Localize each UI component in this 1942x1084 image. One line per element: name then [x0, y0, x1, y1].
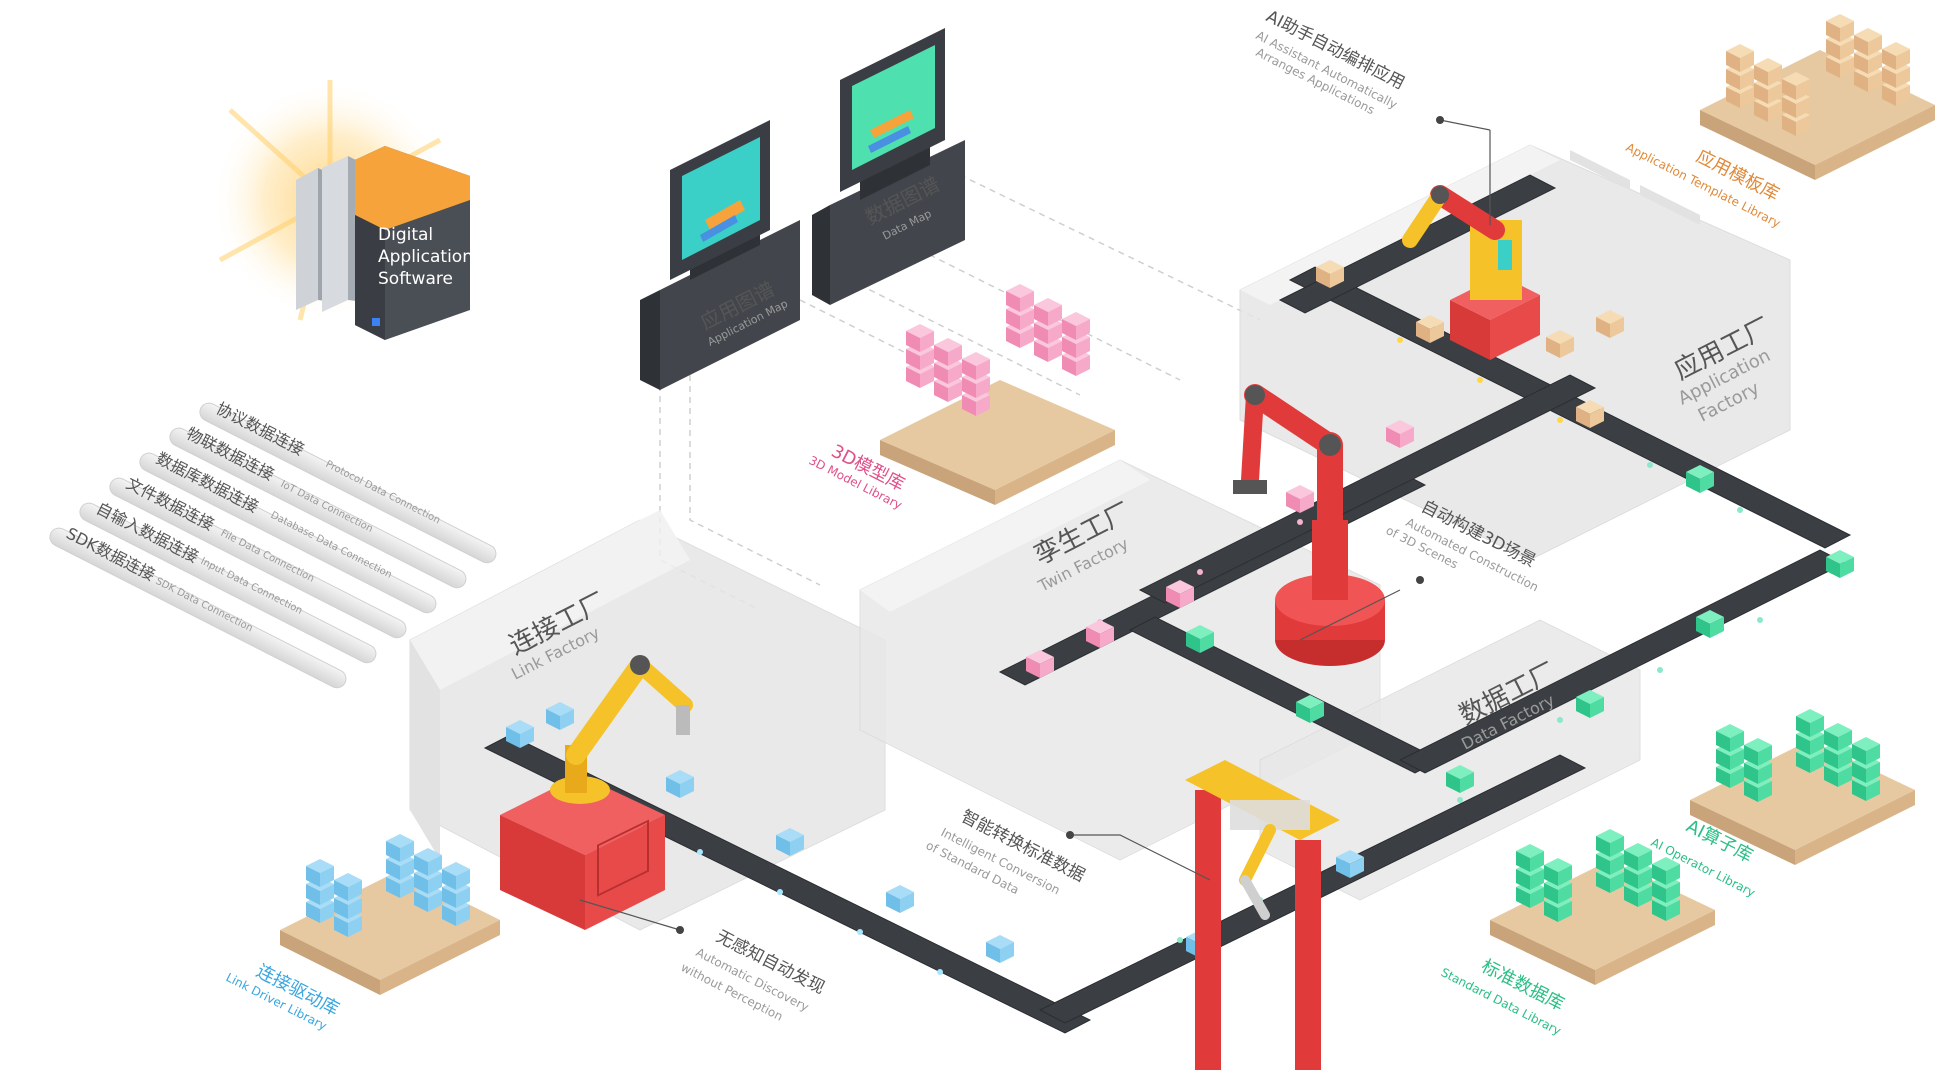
link-driver-library-stack — [280, 834, 500, 995]
belt-arrows — [617, 337, 1763, 975]
twin-factory-robot — [1233, 384, 1385, 666]
software-line2: Application — [378, 247, 473, 267]
link-factory-robot — [500, 655, 693, 930]
standard-library-stack — [1490, 829, 1715, 985]
software-line3: Software — [378, 269, 453, 289]
model-library-stack — [880, 284, 1115, 505]
connection-pipes — [49, 402, 497, 689]
application-factory-robot — [1402, 185, 1540, 360]
software-box: Digital Application Software — [210, 80, 473, 340]
application-map-monitor: 应用图谱 Application Map — [640, 120, 800, 390]
data-factory-gantry — [1185, 760, 1340, 1070]
data-map-monitor: 数据图谱 Data Map — [812, 28, 965, 305]
software-line1: Digital — [378, 225, 433, 245]
template-library-stack — [1700, 14, 1935, 180]
operator-library-stack — [1690, 709, 1915, 865]
